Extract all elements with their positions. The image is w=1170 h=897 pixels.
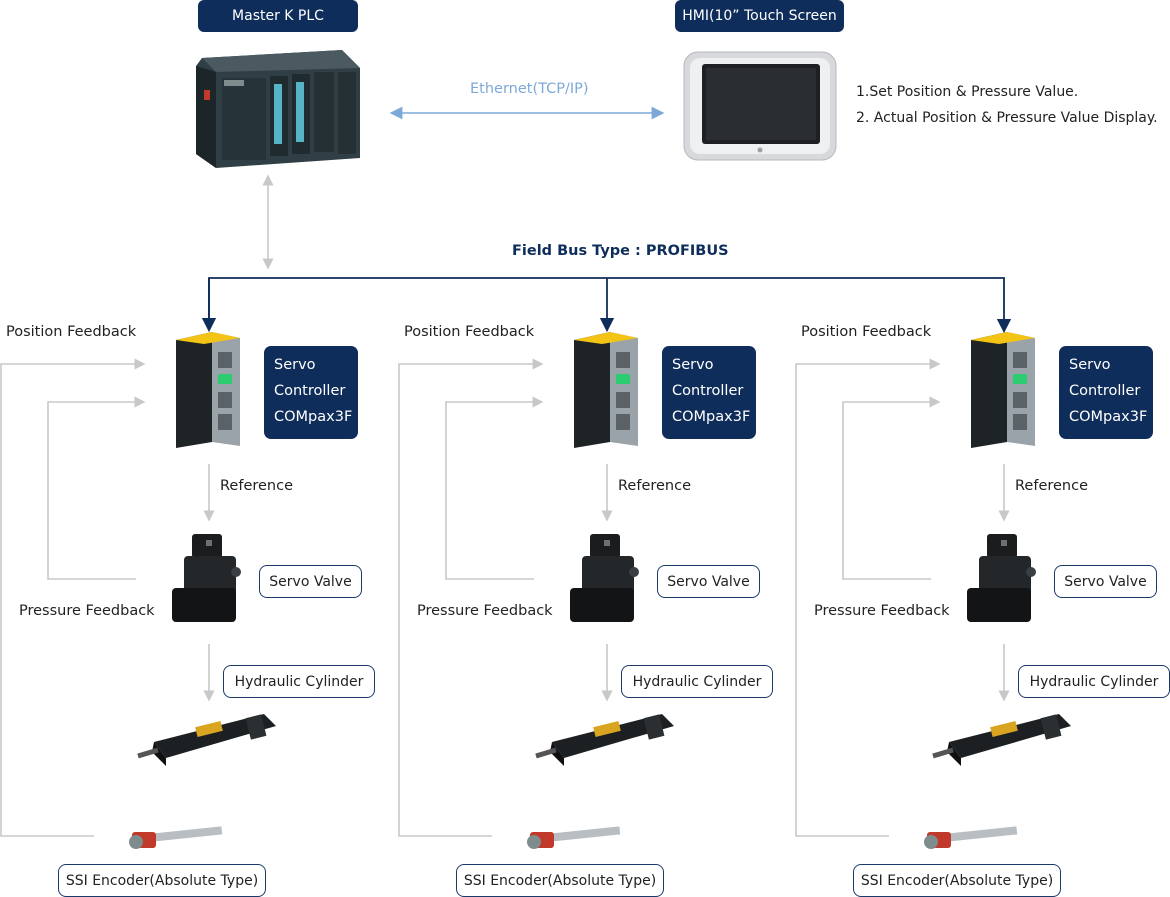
- unit3-pressure-feedback-line: [842, 396, 941, 580]
- unit3-servo-valve-image: [967, 534, 1036, 622]
- hmi-note-2: 2. Actual Position & Pressure Value Disp…: [856, 110, 1158, 126]
- unit3-servo-controller-box: Servo Controller COMpax3F: [1059, 346, 1153, 439]
- unit3-servo-valve-label: Servo Valve: [1054, 565, 1157, 598]
- unit2-reference-label: Reference: [618, 478, 692, 494]
- plc-title: Master K PLC: [232, 8, 324, 24]
- unit3-servo-drive-image: [971, 332, 1035, 448]
- unit2-servo-drive-image: [574, 332, 638, 448]
- plc-title-badge: Master K PLC: [198, 0, 358, 32]
- unit1-pressure-feedback-label: Pressure Feedback: [19, 603, 155, 619]
- hmi-notes: 1.Set Position & Pressure Value. 2. Actu…: [856, 79, 1158, 131]
- unit2-position-feedback-label: Position Feedback: [404, 324, 535, 340]
- unit3-servo-line2: Controller: [1069, 383, 1141, 399]
- hmi-note-1: 1.Set Position & Pressure Value.: [856, 84, 1079, 100]
- hmi-title: HMI(10” Touch Screen: [682, 8, 837, 24]
- unit2-servo-line3: COMpax3F: [672, 409, 751, 425]
- unit1-hydraulic-cylinder-label: Hydraulic Cylinder: [223, 665, 375, 698]
- unit3-pressure-feedback-label: Pressure Feedback: [814, 603, 950, 619]
- unit1-servo-line3: COMpax3F: [274, 409, 353, 425]
- unit2-servo-line1: Servo: [672, 357, 714, 373]
- unit2-ssi-encoder-label: SSI Encoder(Absolute Type): [456, 864, 664, 897]
- unit2-ssi-encoder-image: [527, 826, 621, 849]
- unit2-servo-controller-box: Servo Controller COMpax3F: [662, 346, 756, 439]
- unit3-position-feedback-line: [795, 358, 941, 837]
- unit1-servo-valve-label: Servo Valve: [259, 565, 362, 598]
- unit2-pressure-feedback-line: [445, 396, 544, 580]
- unit2-hydraulic-cylinder-label: Hydraulic Cylinder: [621, 665, 773, 698]
- unit2-servo-valve-label: Servo Valve: [657, 565, 760, 598]
- unit1-hydraulic-cylinder-image: [137, 714, 276, 766]
- unit3-servo-line1: Servo: [1069, 357, 1111, 373]
- hmi-title-badge: HMI(10” Touch Screen: [675, 0, 844, 32]
- ethernet-label: Ethernet(TCP/IP): [470, 81, 589, 97]
- unit1-ssi-encoder-image: [129, 826, 223, 849]
- unit3-reference-label: Reference: [1015, 478, 1089, 494]
- unit1-servo-drive-image: [176, 332, 240, 448]
- unit1-pressure-feedback-line: [47, 396, 146, 580]
- unit1-servo-line2: Controller: [274, 383, 346, 399]
- unit3-ssi-encoder-label: SSI Encoder(Absolute Type): [853, 864, 1061, 897]
- fieldbus-label: Field Bus Type : PROFIBUS: [512, 243, 729, 259]
- unit1-position-feedback-line: [0, 358, 146, 837]
- unit3-hydraulic-cylinder-image: [932, 714, 1071, 766]
- unit2-servo-valve-image: [570, 534, 639, 622]
- unit3-hydraulic-cylinder-label: Hydraulic Cylinder: [1018, 665, 1170, 698]
- unit3-ssi-encoder-image: [924, 826, 1018, 849]
- unit1-servo-controller-box: Servo Controller COMpax3F: [264, 346, 358, 439]
- hmi-touchscreen-image: [683, 51, 837, 161]
- unit2-servo-line2: Controller: [672, 383, 744, 399]
- unit2-pressure-feedback-label: Pressure Feedback: [417, 603, 553, 619]
- unit2-hydraulic-cylinder-image: [535, 714, 674, 766]
- unit2-position-feedback-line: [398, 358, 544, 837]
- unit1-ssi-encoder-label: SSI Encoder(Absolute Type): [58, 864, 266, 897]
- unit1-position-feedback-label: Position Feedback: [6, 324, 137, 340]
- unit3-servo-line3: COMpax3F: [1069, 409, 1148, 425]
- unit3-position-feedback-label: Position Feedback: [801, 324, 932, 340]
- plc-device-image: [196, 50, 360, 168]
- unit1-servo-valve-image: [172, 534, 241, 622]
- unit1-servo-line1: Servo: [274, 357, 316, 373]
- unit1-reference-label: Reference: [220, 478, 294, 494]
